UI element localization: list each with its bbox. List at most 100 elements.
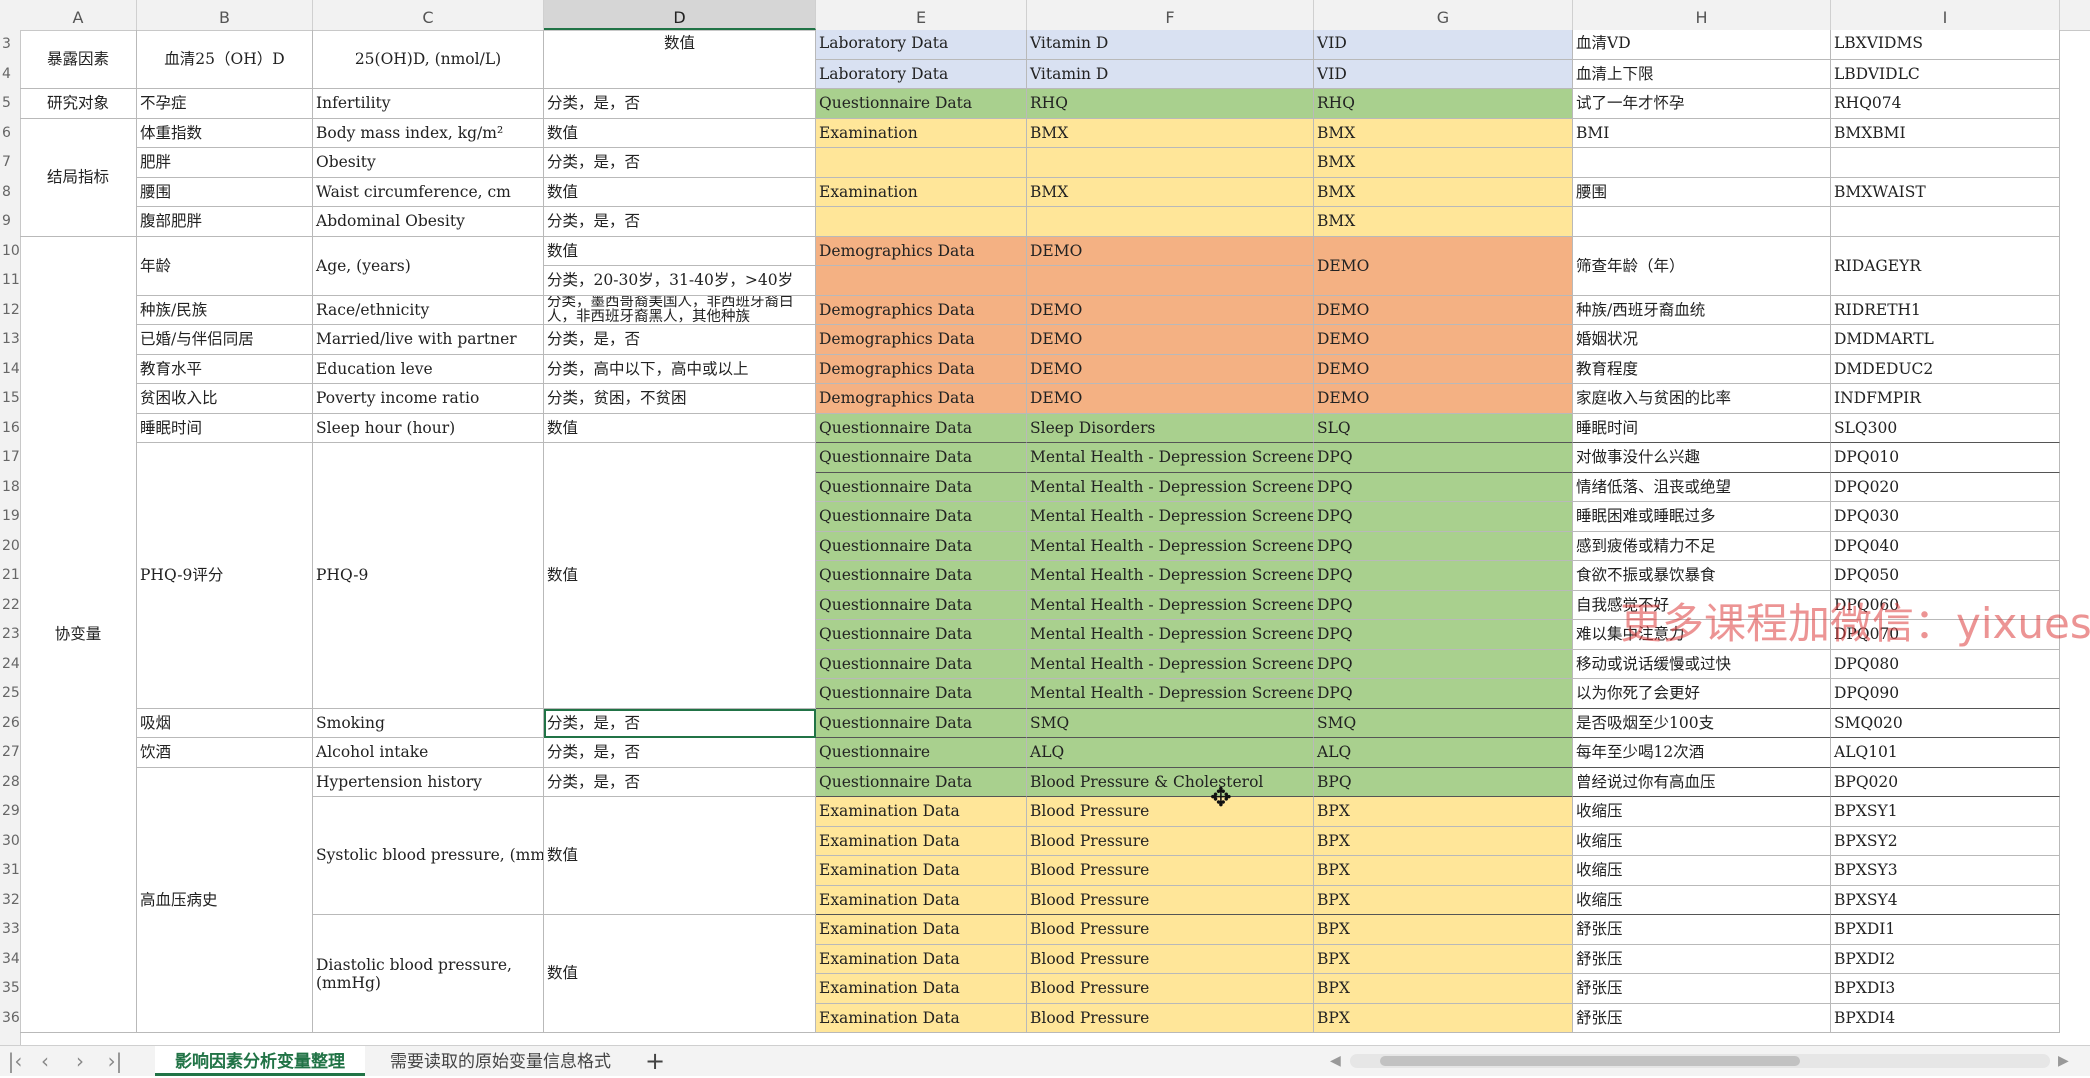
cell-variable-en[interactable]: Hypertension history [313,768,544,797]
cell-variable-cn[interactable]: 血清25（OH）D [137,30,313,89]
row-number[interactable]: 12 [2,302,20,318]
cell-data-code[interactable]: BPX [1314,827,1573,856]
cell-variable-en[interactable]: Abdominal Obesity [313,207,544,237]
cell-variable-cn[interactable]: 种族/民族 [137,296,313,325]
cell-data-file[interactable] [1027,266,1314,296]
row-number[interactable]: 15 [2,390,20,406]
cell-data-file[interactable]: Vitamin D [1027,60,1314,89]
cell-variable-en[interactable]: Sleep hour (hour) [313,414,544,443]
cell-data-code[interactable]: DEMO [1314,325,1573,355]
cell-variable-name[interactable]: SLQ300 [1831,414,2060,443]
cell-variable-en[interactable]: PHQ-9 [313,443,544,709]
row-number[interactable]: 25 [2,685,20,701]
row-number[interactable]: 16 [2,420,20,436]
cell-variable-meaning[interactable]: 筛查年龄（年） [1573,237,1831,296]
cell-variable-cn[interactable]: 睡眠时间 [137,414,313,443]
cell-data-category[interactable]: Questionnaire Data [816,709,1027,738]
cell-variable-cn[interactable]: 已婚/与伴侣同居 [137,325,313,355]
cell-data-file[interactable]: Blood Pressure [1027,945,1314,974]
cell-data-file[interactable]: Mental Health - Depression Screener [1027,473,1314,502]
cell-data-code[interactable]: DPQ [1314,443,1573,473]
row-number[interactable]: 31 [2,862,20,878]
cell-variable-en[interactable]: Age, (years) [313,237,544,296]
cell-data-category[interactable]: Questionnaire Data [816,561,1027,591]
cell-variable-name[interactable]: DPQ010 [1831,443,2060,473]
cell-data-code[interactable]: BPX [1314,974,1573,1004]
cell-variable-en[interactable]: 25(OH)D, (nmol/L) [313,30,544,89]
cell-data-category[interactable]: Demographics Data [816,237,1027,266]
row-number[interactable]: 19 [2,508,20,524]
cell-variable-name[interactable]: RIDAGEYR [1831,237,2060,296]
cell-variable-en[interactable]: Education leve [313,355,544,384]
cell-data-code[interactable]: VID [1314,60,1573,89]
cell-data-code[interactable]: DPQ [1314,561,1573,591]
cell-data-category[interactable]: Examination Data [816,945,1027,974]
cell-data-category[interactable]: Demographics Data [816,325,1027,355]
cell-covariate[interactable]: 协变量 [20,237,137,1033]
row-number[interactable]: 32 [2,892,20,908]
cell-variable-en[interactable]: Married/live with partner [313,325,544,355]
cell-variable-name[interactable]: DPQ020 [1831,473,2060,502]
cell-variable-en[interactable]: Diastolic blood pressure, (mmHg) [313,915,544,1033]
cell-variable-meaning[interactable]: 收缩压 [1573,797,1831,827]
row-number[interactable]: 6 [2,125,11,141]
row-number[interactable]: 20 [2,538,20,554]
cell-data-file[interactable]: Mental Health - Depression Screener [1027,561,1314,591]
row-number[interactable]: 26 [2,715,20,731]
cell-variable-type[interactable]: 分类，是，否 [544,709,816,738]
cell-variable-meaning[interactable]: 血清上下限 [1573,60,1831,89]
row-number[interactable]: 22 [2,597,20,613]
cell-variable-meaning[interactable]: 情绪低落、沮丧或绝望 [1573,473,1831,502]
cell-data-code[interactable]: DPQ [1314,591,1573,620]
cell-data-file[interactable]: ALQ [1027,738,1314,768]
cell-variable-en[interactable]: Race/ethnicity [313,296,544,325]
cell-variable-name[interactable]: BPXDI3 [1831,974,2060,1004]
cell-data-file[interactable]: Blood Pressure [1027,886,1314,915]
row-number[interactable]: 35 [2,980,20,996]
cell-variable-meaning[interactable]: 对做事没什么兴趣 [1573,443,1831,473]
cell-data-code[interactable]: SLQ [1314,414,1573,443]
column-header-b[interactable]: B [137,0,313,30]
cell-variable-type[interactable]: 数值 [544,443,816,709]
cell-data-code[interactable]: DPQ [1314,679,1573,709]
cell-variable-meaning[interactable]: 难以集中注意力 [1573,620,1831,650]
cell-variable-cn[interactable]: 体重指数 [137,119,313,148]
cell-data-category[interactable]: Questionnaire Data [816,532,1027,561]
cell-data-category[interactable]: Demographics Data [816,355,1027,384]
scrollbar-thumb[interactable] [1380,1056,1800,1066]
cell-data-code[interactable]: DEMO [1314,355,1573,384]
cell-data-category[interactable]: Questionnaire [816,738,1027,768]
cell-variable-meaning[interactable]: 感到疲倦或精力不足 [1573,532,1831,561]
cell-variable-name[interactable]: INDFMPIR [1831,384,2060,414]
cell-data-file[interactable]: BMX [1027,119,1314,148]
cell-variable-meaning[interactable]: 舒张压 [1573,1004,1831,1033]
cell-data-category[interactable]: Questionnaire Data [816,89,1027,119]
cell-variable-type[interactable]: 分类，是，否 [544,738,816,768]
cell-variable-meaning[interactable]: 婚姻状况 [1573,325,1831,355]
cell-variable-meaning[interactable]: 腰围 [1573,178,1831,207]
cell-variable-en[interactable]: Alcohol intake [313,738,544,768]
row-number[interactable]: 11 [2,272,20,288]
cell-data-category[interactable]: Laboratory Data [816,30,1027,60]
cell-data-file[interactable]: DEMO [1027,296,1314,325]
row-number[interactable]: 28 [2,774,20,790]
cell-variable-en[interactable]: Systolic blood pressure, (mmHg) [313,797,544,915]
cell-data-category[interactable]: Questionnaire Data [816,473,1027,502]
cell-data-category[interactable]: Demographics Data [816,384,1027,414]
row-number[interactable]: 29 [2,803,20,819]
cell-data-file[interactable]: DEMO [1027,325,1314,355]
cell-variable-meaning[interactable]: 舒张压 [1573,974,1831,1004]
cell-data-file[interactable]: Blood Pressure [1027,974,1314,1004]
cell-data-code[interactable]: DPQ [1314,650,1573,679]
cell-data-code[interactable]: BPX [1314,886,1573,915]
cell-variable-name[interactable]: LBXVIDMS [1831,30,2060,60]
cell-data-file[interactable]: Blood Pressure [1027,827,1314,856]
cell-variable-meaning[interactable]: 以为你死了会更好 [1573,679,1831,709]
cell-data-file[interactable]: DEMO [1027,384,1314,414]
column-header-d[interactable]: D [544,0,816,30]
cell-variable-name[interactable]: BMXBMI [1831,119,2060,148]
cell-data-file[interactable]: Mental Health - Depression Screener [1027,502,1314,532]
cell-data-code[interactable]: BMX [1314,207,1573,237]
cell-data-code[interactable]: BMX [1314,178,1573,207]
row-number[interactable]: 34 [2,951,20,967]
